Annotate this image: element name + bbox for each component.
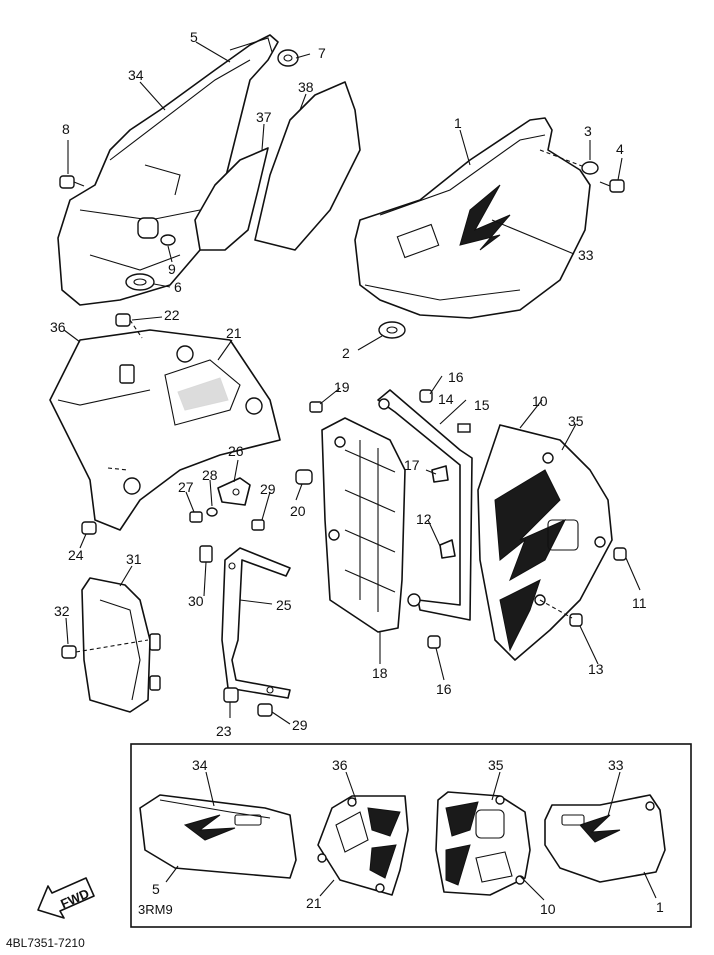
callout-18: 18 [372, 665, 388, 681]
callout-16-lower: 16 [436, 681, 452, 697]
callout-12: 12 [416, 511, 432, 527]
callout-8: 8 [62, 121, 70, 137]
callout-14: 14 [438, 391, 454, 407]
callout-7: 7 [318, 45, 326, 61]
grommet-part-7 [277, 49, 299, 67]
callout-1: 1 [454, 115, 462, 131]
bracket-part-26 [217, 477, 251, 506]
inset-radiator-cover-part-21 [317, 795, 409, 896]
callout-16-upper: 16 [448, 369, 464, 385]
bolt-part-8 [59, 175, 85, 189]
callout-35: 35 [568, 413, 584, 429]
bolt-part-29-lower [257, 703, 273, 717]
bolt-part-32 [61, 645, 77, 659]
bracket-part-14 [377, 389, 473, 621]
inset-callout-33: 33 [608, 757, 624, 773]
callout-24: 24 [68, 547, 84, 563]
nut-part-23 [223, 687, 239, 703]
callout-10: 10 [532, 393, 548, 409]
model-variant-label: 3RM9 [138, 902, 173, 917]
callout-37: 37 [256, 109, 272, 125]
callout-5: 5 [190, 29, 198, 45]
sheet-part-38 [254, 81, 361, 251]
inset-side-cover-part-1 [544, 794, 666, 883]
callout-15: 15 [474, 397, 490, 413]
inset-callout-1: 1 [656, 899, 664, 915]
bolt-part-19 [309, 401, 323, 413]
callout-13: 13 [588, 661, 604, 677]
callout-2: 2 [342, 345, 350, 361]
callout-labels: 5 34 7 38 37 8 9 6 1 3 4 33 2 36 22 21 1… [50, 29, 647, 739]
callout-38: 38 [298, 79, 314, 95]
callout-31: 31 [126, 551, 142, 567]
diagram-code: 4BL7351-7210 [6, 936, 85, 950]
bolt-part-20 [295, 469, 313, 485]
callout-17: 17 [404, 457, 420, 473]
callout-22: 22 [164, 307, 180, 323]
grommet-part-2 [378, 321, 406, 339]
callout-34: 34 [128, 67, 144, 83]
bolt-part-16-upper [419, 389, 433, 403]
callout-32: 32 [54, 603, 70, 619]
radiator-cover-part-21 [49, 329, 281, 531]
bolt-part-11 [613, 547, 627, 561]
callout-29-upper: 29 [260, 481, 276, 497]
callout-29-lower: 29 [292, 717, 308, 733]
callout-21: 21 [226, 325, 242, 341]
bolt-part-4 [599, 179, 625, 193]
stay-part-25 [221, 547, 291, 699]
inset-callout-21: 21 [306, 895, 322, 911]
inset-callout-10: 10 [540, 901, 556, 917]
leader-lines [63, 41, 641, 725]
clip-part-30 [199, 545, 213, 563]
inset-callout-36: 36 [332, 757, 348, 773]
callout-4: 4 [616, 141, 624, 157]
bolt-part-13 [569, 613, 583, 627]
callout-36: 36 [50, 319, 66, 335]
radiator-guard-part-18 [321, 417, 406, 633]
callout-26: 26 [228, 443, 244, 459]
bolt-part-16-lower [427, 635, 441, 649]
bolt-part-27 [189, 511, 203, 523]
callout-30: 30 [188, 593, 204, 609]
inset-callout-5: 5 [152, 881, 160, 897]
seal-part-15 [457, 423, 471, 433]
callout-23: 23 [216, 723, 232, 739]
callout-3: 3 [584, 123, 592, 139]
sheet-part-37 [194, 147, 269, 251]
callout-33: 33 [578, 247, 594, 263]
bolt-part-24 [81, 521, 97, 535]
callout-20: 20 [290, 503, 306, 519]
variant-inset-frame: 34 36 35 33 5 21 10 1 3RM9 [130, 743, 692, 928]
bolt-part-22 [115, 313, 131, 327]
callout-25: 25 [276, 597, 292, 613]
callout-6: 6 [174, 279, 182, 295]
inset-radiator-cover-part-10 [435, 791, 531, 896]
radiator-cover-part-10 [477, 424, 613, 661]
grommet-part-6 [125, 273, 155, 291]
callout-28: 28 [202, 467, 218, 483]
callout-11: 11 [632, 595, 647, 611]
callout-27: 27 [178, 479, 194, 495]
callout-19: 19 [334, 379, 350, 395]
inset-callout-34: 34 [192, 757, 208, 773]
left-side-cover-part-34 [57, 34, 279, 306]
washer-part-28 [206, 507, 218, 517]
right-side-cover-part-1 [354, 117, 591, 319]
inset-callout-35: 35 [488, 757, 504, 773]
bolt-part-29-upper [251, 519, 265, 531]
cover-part-31 [81, 577, 161, 713]
fwd-arrow-icon: FWD [37, 877, 95, 919]
washer-part-3 [581, 161, 599, 175]
washer-part-9 [160, 234, 176, 246]
inset-side-cover-part-5 [139, 794, 297, 879]
callout-9: 9 [168, 261, 176, 277]
